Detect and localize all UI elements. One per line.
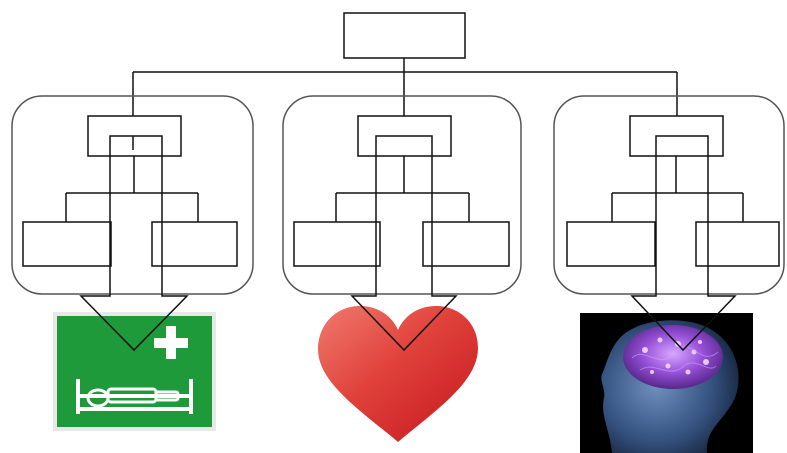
group-left-connectors bbox=[65, 156, 199, 222]
group-left-child-right bbox=[151, 221, 238, 267]
group-middle-arrows bbox=[350, 135, 458, 352]
group-middle-child-right bbox=[422, 221, 510, 267]
group-left-child-left bbox=[22, 221, 112, 267]
root-node bbox=[343, 12, 466, 59]
first-aid-stretcher-sign-icon bbox=[53, 312, 216, 431]
group-middle-connectors bbox=[335, 156, 470, 222]
group-middle-child-left bbox=[293, 221, 381, 267]
group-middle bbox=[282, 95, 522, 295]
group-left-arrows bbox=[79, 135, 189, 352]
group-right-child-right bbox=[695, 221, 780, 267]
group-right bbox=[553, 95, 785, 295]
group-right-connectors bbox=[611, 156, 744, 222]
group-left-frame bbox=[11, 95, 254, 295]
group-right-frame bbox=[553, 95, 785, 295]
group-right-child-left bbox=[566, 221, 656, 267]
head-brain-icon bbox=[580, 313, 753, 453]
group-middle-frame bbox=[282, 95, 522, 295]
heart-icon bbox=[317, 306, 478, 442]
group-left bbox=[11, 95, 254, 295]
root-connectors bbox=[132, 58, 678, 116]
group-right-arrows bbox=[630, 135, 737, 352]
